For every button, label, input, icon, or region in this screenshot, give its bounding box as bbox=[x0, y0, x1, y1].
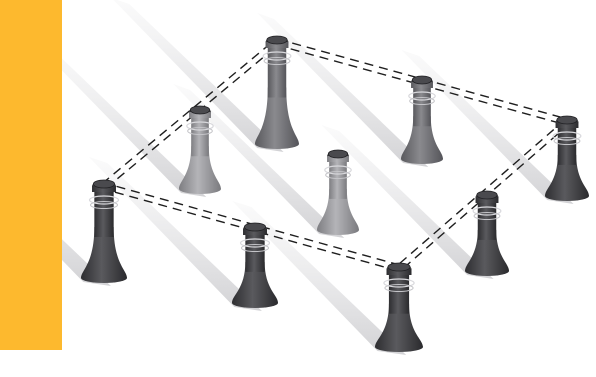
pedestal bbox=[317, 150, 359, 235]
pedestal-scene-svg bbox=[62, 0, 596, 377]
accent-bar bbox=[0, 0, 62, 350]
cast-shadows bbox=[62, 0, 574, 355]
pedestal bbox=[81, 180, 127, 283]
pedestal bbox=[375, 263, 423, 352]
pedestal bbox=[545, 116, 589, 201]
pedestal bbox=[255, 36, 299, 149]
pedestal-illustration bbox=[62, 0, 596, 377]
pedestal bbox=[465, 191, 509, 276]
